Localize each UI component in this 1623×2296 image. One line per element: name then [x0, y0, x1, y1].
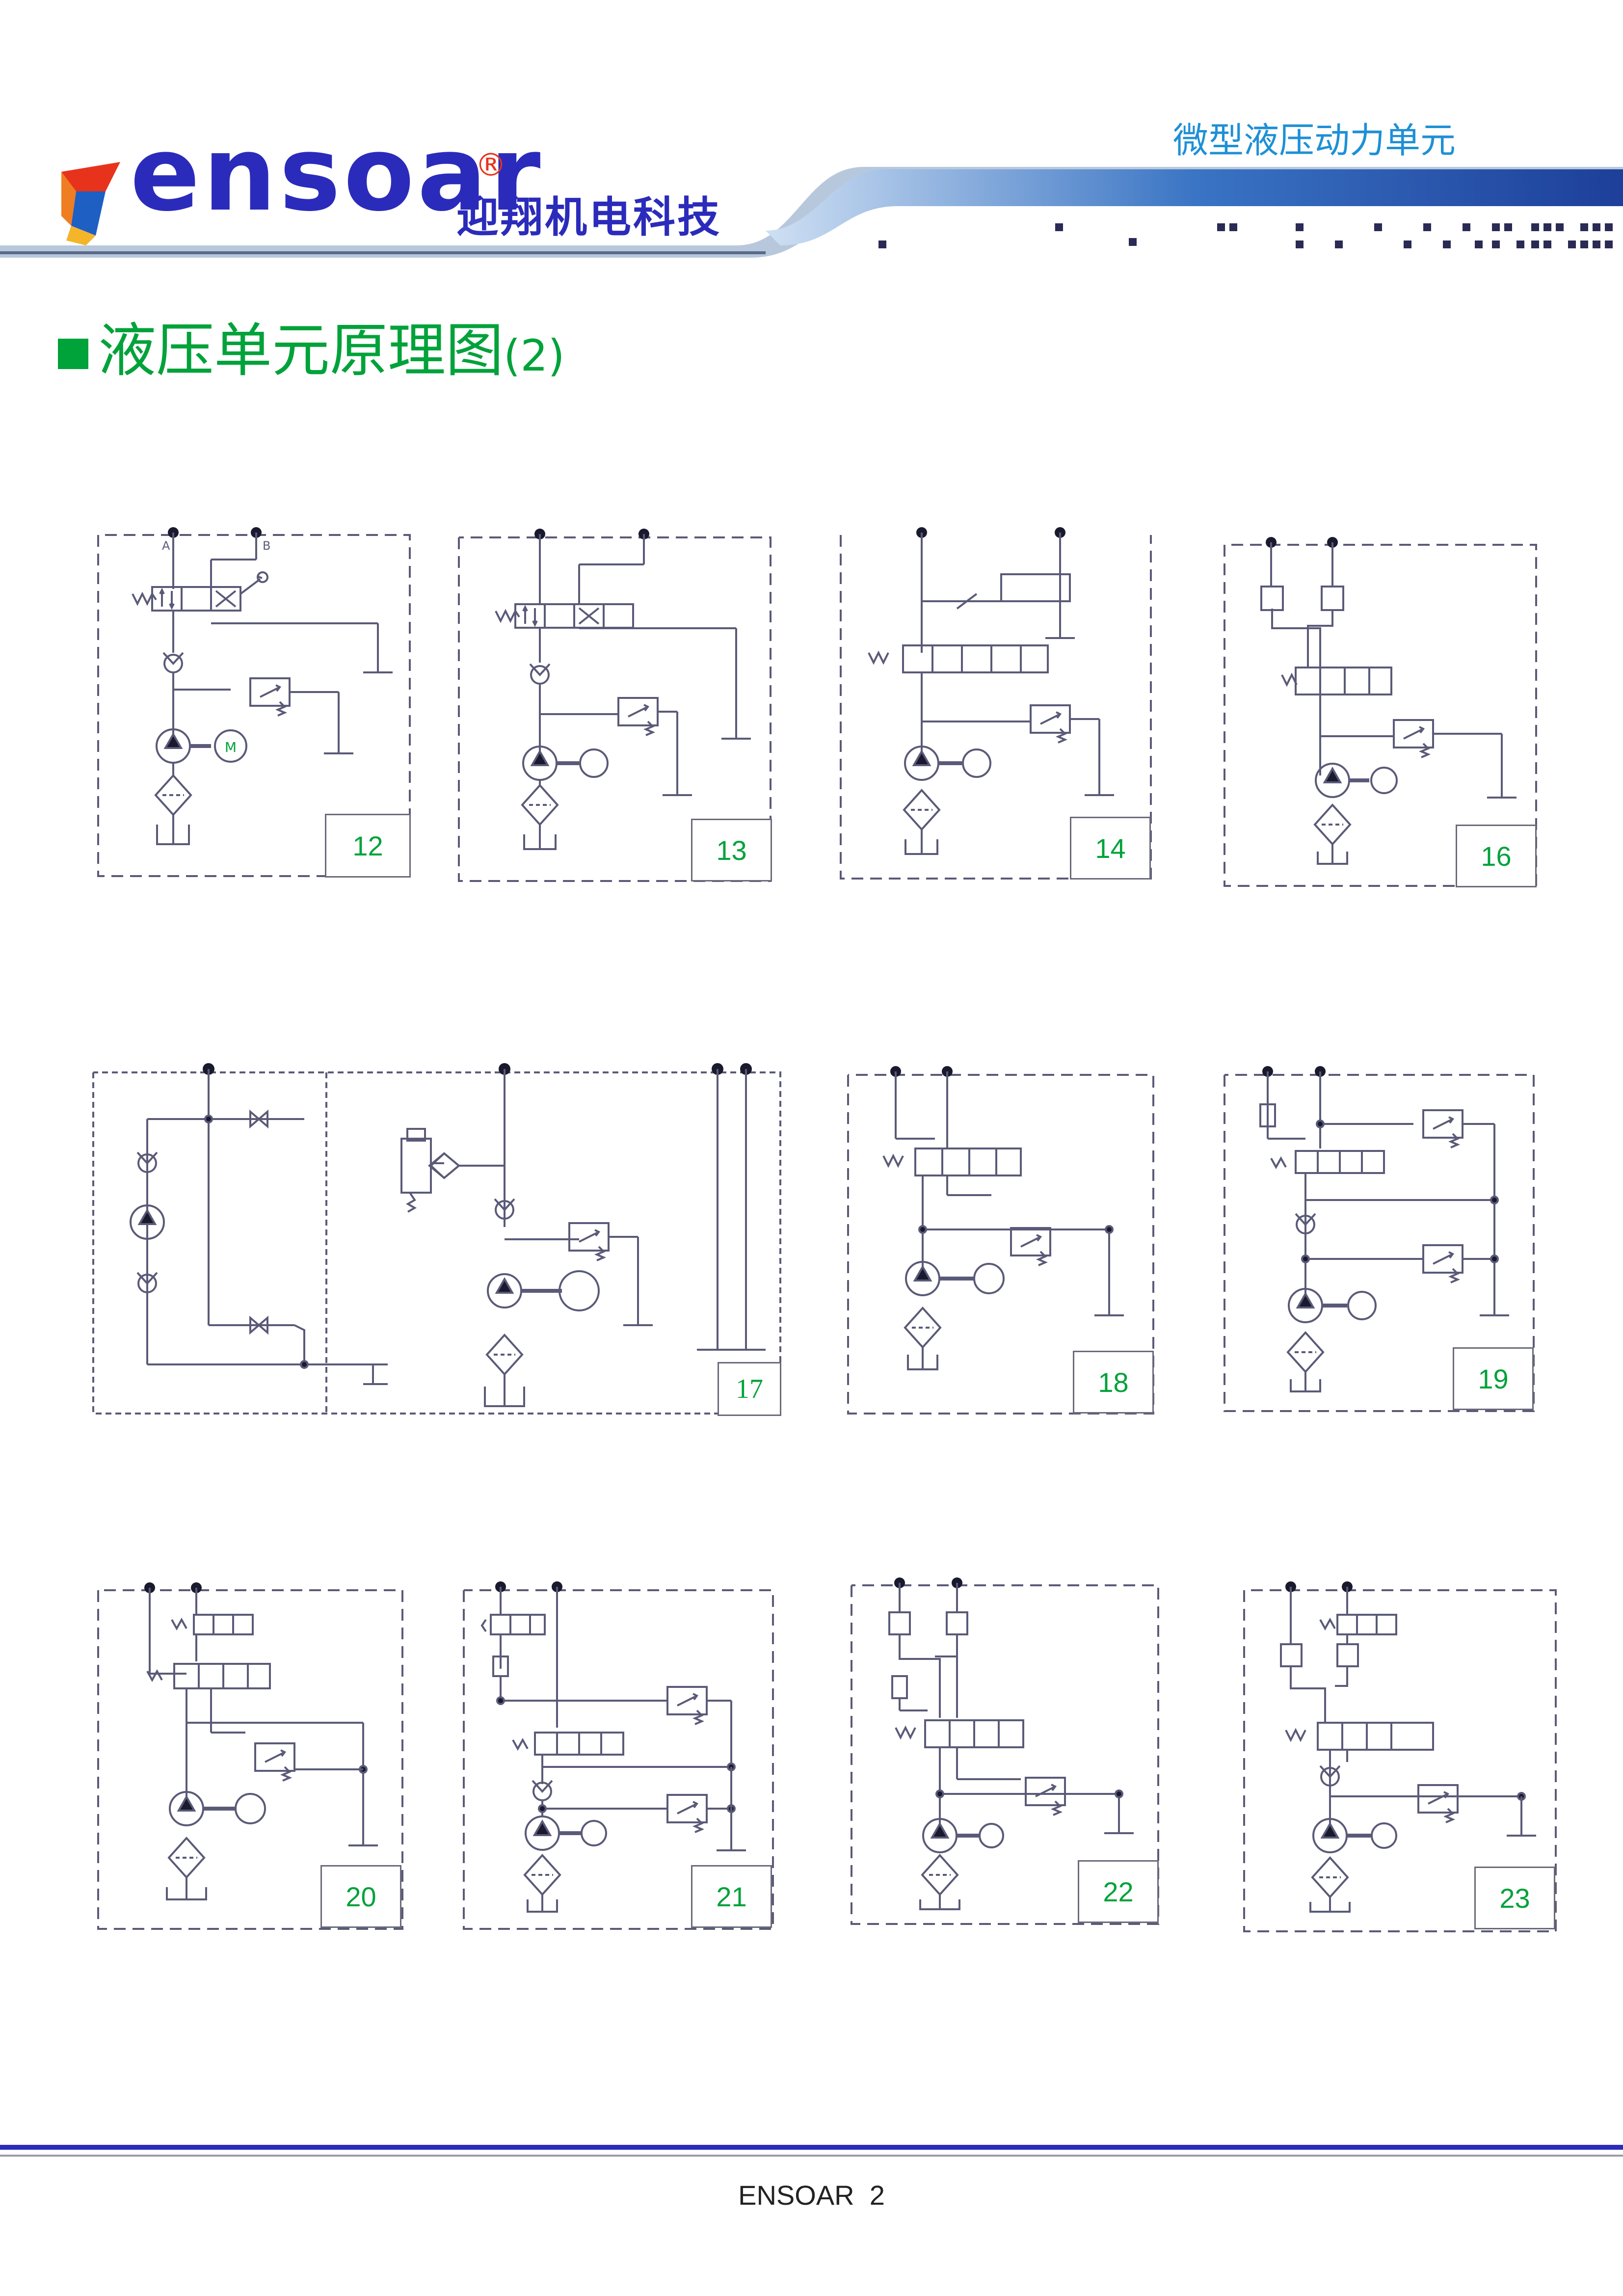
section-title-suffix: (2) — [504, 330, 565, 381]
header-band — [0, 162, 1623, 258]
section-title: 液压单元原理图(2) — [98, 321, 565, 379]
schematic-18 — [847, 1066, 1154, 1415]
diagram-label-16: 16 — [1456, 825, 1537, 887]
brand-name-cn: 迎翔机电科技 — [456, 193, 721, 242]
schematic-21 — [463, 1581, 774, 1930]
section-bullet — [58, 339, 88, 369]
schematic-14 — [840, 527, 1152, 880]
diagram-label-17: 17 — [718, 1362, 781, 1416]
header-pixel-pattern — [878, 223, 1613, 248]
logo-mark-icon — [61, 162, 120, 245]
diagram-label-20: 20 — [320, 1865, 401, 1928]
port-label-b: B — [263, 539, 270, 553]
schematic-20 — [97, 1582, 403, 1930]
port-label-a: A — [162, 539, 170, 553]
schematic-22 — [851, 1577, 1159, 1925]
motor-label: M — [225, 739, 237, 755]
diagram-label-21: 21 — [691, 1865, 772, 1928]
schematic-13 — [458, 529, 772, 882]
diagram-label-19: 19 — [1453, 1347, 1534, 1410]
diagram-label-12: 12 — [325, 814, 411, 878]
brand-logo-text: ensoar — [130, 114, 544, 234]
schematic-23 — [1243, 1581, 1557, 1932]
diagram-label-22: 22 — [1078, 1860, 1159, 1923]
schematic-19 — [1224, 1066, 1535, 1412]
diagram-label-23: 23 — [1474, 1867, 1555, 1929]
section-bullet-square — [58, 339, 88, 369]
diagram-label-13: 13 — [691, 819, 772, 881]
registered-mark: ® — [475, 147, 506, 184]
section-title-text: 液压单元原理图 — [98, 317, 504, 384]
header-band-gradient — [766, 169, 1623, 245]
footer-text: ENSOAR 2 — [738, 2180, 885, 2211]
diagram-label-14: 14 — [1070, 817, 1151, 880]
schematic-17 — [92, 1063, 781, 1415]
diagram-label-18: 18 — [1073, 1351, 1154, 1414]
series-title: 微型液压动力单元 — [1173, 120, 1456, 161]
